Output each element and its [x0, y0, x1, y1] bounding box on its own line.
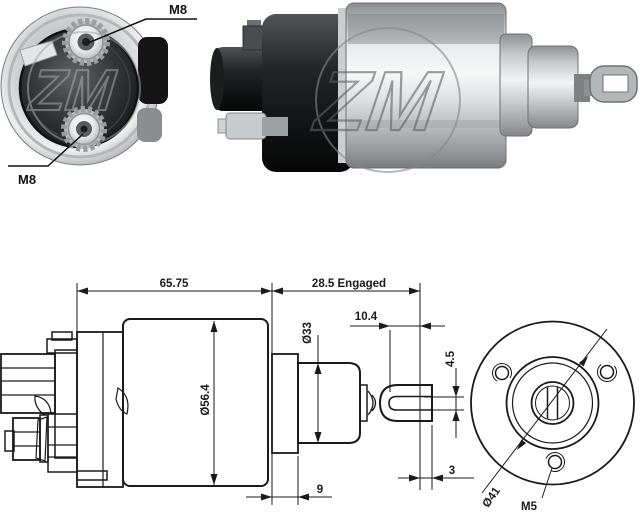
mount-hole-bottom [545, 452, 565, 472]
nose-outline [297, 362, 361, 444]
terminal-bottom-label: M8 [18, 172, 36, 187]
front-view-labels: Ø41 M5 [481, 485, 538, 513]
plunger-eye-hole-photo [602, 74, 629, 93]
side-view-photo: ZM [210, 2, 638, 173]
body-lower-band [348, 120, 504, 128]
mount-hole-top-left [491, 363, 512, 383]
front-eye-slot [546, 386, 559, 420]
terminal-top-label: M8 [169, 2, 187, 17]
mount-hole-top-right [597, 362, 617, 382]
dim-eye-end-wall-label: 3 [449, 465, 455, 477]
dim-fork-slot-width-label: 4.5 [445, 350, 457, 367]
dim-bolt-circle-label: Ø41 [481, 485, 504, 510]
eye-slot [388, 395, 432, 411]
rear-bracket-tab [19, 40, 58, 67]
nose-cylinder-photo [527, 45, 579, 129]
dim-engaged-length-label: 28.5 Engaged [312, 278, 386, 290]
mount-hole-leader [541, 467, 553, 499]
side-view-dimensions [76, 283, 474, 505]
terminal-stud-top [62, 18, 110, 66]
terminal-nut-photo [225, 112, 267, 140]
dim-nose-diameter-label: Ø33 [302, 322, 314, 344]
mount-flange-outline [271, 353, 299, 454]
cap-screw [242, 25, 264, 51]
front-view-arrows [517, 356, 588, 450]
rear-connector-bump [138, 37, 168, 104]
body-outline [122, 318, 269, 487]
connector-boot-curve [34, 395, 52, 415]
cap-screw-top [247, 20, 261, 30]
internal-lever-curve [115, 387, 129, 415]
plunger-boss [359, 384, 368, 422]
cap-bottom-lip [76, 470, 108, 481]
dim-flange-thickness-label: 9 [317, 484, 323, 496]
rear-view-photo: ZM M8 M8 [0, 2, 197, 187]
dim-line-fork-slot [424, 368, 464, 438]
front-outer-circle [470, 320, 635, 486]
dim-body-diameter-label: Ø56.4 [200, 384, 212, 416]
rear-gray-tab [137, 108, 162, 142]
top-bolt [46, 338, 78, 354]
side-view-drawing [0, 318, 433, 488]
front-flange-ring [505, 356, 600, 450]
front-bore-outer [530, 381, 575, 425]
dim-eye-slot-length-label: 10.4 [355, 311, 378, 323]
bolt-circle-dim-line [481, 328, 608, 494]
extension-lines [76, 283, 433, 505]
zm-watermark-logo: ZM [24, 31, 141, 145]
slant-plate [35, 416, 48, 462]
rear-cap-outline [76, 331, 124, 488]
terminal-stud-bottom [61, 106, 107, 152]
side-view-dim-labels: 65.75 28.5 Engaged 10.4 9 3 Ø56.4 Ø33 4.… [160, 278, 457, 496]
zm-watermark-text: ZM [25, 58, 119, 123]
stud-end [4, 430, 15, 452]
terminal-block [47, 413, 78, 473]
top-bolt-cap [51, 331, 73, 341]
terminal-block-lines [48, 426, 77, 458]
plunger-spring-curves [367, 390, 377, 416]
rear-mid-block [54, 349, 78, 459]
mount-hole-thread-label: M5 [521, 501, 538, 513]
connector-face [210, 48, 224, 110]
dimension-arrows [77, 287, 460, 501]
front-flange-ring-inner [511, 362, 594, 444]
hex-nut-facets [13, 431, 40, 447]
flange-ring-photo [499, 33, 533, 137]
eye-outline [378, 384, 433, 422]
front-view-drawing [470, 320, 635, 499]
zm-watermark-logo: ZM [307, 27, 461, 173]
connector-outline [0, 353, 56, 414]
dim-overall-length-label: 65.75 [160, 278, 189, 290]
connector-slots [1, 367, 55, 396]
terminal-bottom-leader [8, 133, 84, 167]
zm-watermark-text: ZM [309, 54, 447, 148]
front-bore [535, 385, 570, 421]
terminal-base-photo [262, 117, 288, 136]
connector-photo [213, 47, 271, 111]
terminal-top-leader [87, 18, 197, 44]
